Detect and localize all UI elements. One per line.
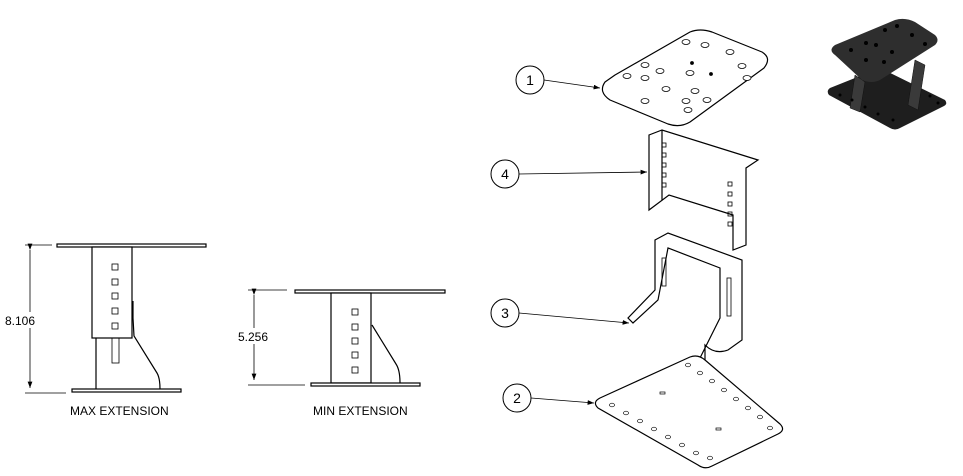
svg-text:1: 1 bbox=[526, 72, 534, 88]
slot bbox=[661, 257, 667, 287]
balloon-2: 2 bbox=[502, 383, 595, 413]
balloon-4: 4 bbox=[490, 159, 648, 189]
svg-text:3: 3 bbox=[501, 305, 509, 321]
part-2-holes bbox=[609, 362, 773, 461]
max-dimension: 8.106 bbox=[5, 314, 35, 328]
column bbox=[330, 292, 372, 384]
gusset bbox=[132, 301, 161, 390]
part-2-bottom-plate bbox=[594, 355, 784, 469]
adjustment-holes bbox=[351, 308, 359, 374]
balloon-3: 3 bbox=[490, 298, 630, 328]
part-3-lower-channel bbox=[627, 232, 743, 361]
min-extension-view: 5.256 MIN EXTENSION bbox=[235, 288, 446, 418]
adjustment-holes bbox=[111, 263, 119, 330]
max-extension-view: 8.106 MAX EXTENSION bbox=[2, 243, 207, 418]
max-extension-label: MAX EXTENSION bbox=[70, 404, 169, 418]
gusset bbox=[371, 324, 401, 384]
slot bbox=[726, 277, 732, 317]
bottom-plate bbox=[71, 388, 182, 393]
svg-text:4: 4 bbox=[501, 166, 509, 182]
part-4-upper-channel bbox=[648, 129, 760, 251]
bottom-plate bbox=[310, 382, 421, 387]
part-4-holes bbox=[661, 142, 733, 227]
min-dimension: 5.256 bbox=[238, 330, 268, 344]
min-extension-label: MIN EXTENSION bbox=[313, 404, 408, 418]
exploded-view: 1 4 3 2 bbox=[490, 29, 784, 469]
balloon-1: 1 bbox=[515, 65, 601, 95]
shaded-isometric-thumbnail bbox=[827, 18, 947, 130]
part-1-holes bbox=[622, 39, 752, 113]
svg-text:2: 2 bbox=[513, 390, 521, 406]
slot bbox=[111, 337, 120, 364]
